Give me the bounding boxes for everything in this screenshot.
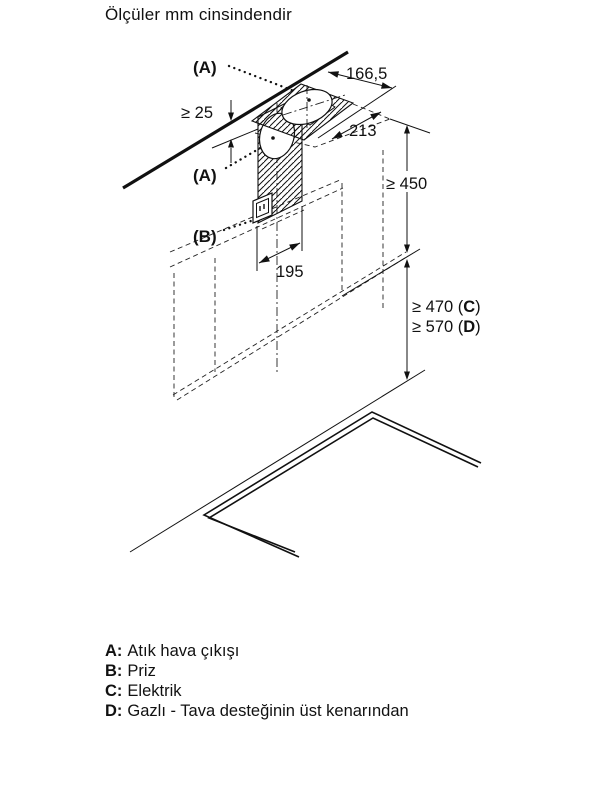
- extension-lines: [129, 85, 431, 553]
- legend: A:Atık hava çıkışı B:Priz C:Elektrik D:G…: [105, 641, 409, 721]
- legend-item-c: C:Elektrik: [105, 681, 409, 701]
- legend-text-b: Priz: [127, 662, 156, 680]
- legend-text-c: Elektrik: [127, 682, 182, 700]
- dimension-195: 195: [258, 242, 304, 281]
- dimension-25: ≥ 25: [181, 100, 234, 163]
- cooktop-reference-line: [129, 369, 426, 553]
- clearance-d-text: ≥ 570 (D): [412, 318, 481, 336]
- clearance-c-text: ≥ 470 (C): [412, 298, 481, 316]
- label-a-mid: (A): [193, 166, 217, 185]
- power-socket-icon: [252, 192, 273, 224]
- ceiling-duct-zone: [250, 83, 355, 141]
- legend-key-c: C:: [105, 682, 123, 700]
- leader-a-mid: [224, 145, 264, 170]
- legend-item-d: D:Gazlı - Tava desteğinin üst kenarından: [105, 701, 409, 721]
- dimension-213: 213: [331, 111, 382, 140]
- hood-top-edge-line: [211, 128, 259, 149]
- legend-text-d: Gazlı - Tava desteğinin üst kenarından: [127, 702, 409, 720]
- dimension-470-570: ≥ 470 (C) ≥ 570 (D): [404, 259, 481, 380]
- leader-b: [222, 219, 253, 232]
- legend-key-a: A:: [105, 642, 123, 660]
- legend-key-d: D:: [105, 702, 123, 720]
- page-title: Ölçüler mm cinsindendir: [105, 5, 292, 24]
- cooktop-edge: [202, 411, 482, 558]
- svg-text:166,5: 166,5: [346, 65, 387, 83]
- legend-key-b: B:: [105, 662, 123, 680]
- label-a-top: (A): [193, 58, 217, 77]
- leader-lines: [222, 64, 296, 232]
- sloped-ceiling-line: [122, 50, 349, 190]
- svg-text:195: 195: [276, 263, 304, 281]
- leader-a-top: [227, 64, 296, 93]
- svg-text:213: 213: [349, 122, 377, 140]
- svg-text:≥ 450: ≥ 450: [386, 175, 427, 193]
- dimension-166-5: 166,5: [327, 65, 393, 89]
- legend-item-b: B:Priz: [105, 661, 409, 681]
- label-b: (B): [193, 227, 217, 246]
- ceiling-outlet-center-mark: [307, 98, 311, 102]
- wall-outlet-center-mark: [271, 136, 275, 140]
- svg-text:≥ 25: ≥ 25: [181, 104, 213, 122]
- legend-text-a: Atık hava çıkışı: [127, 642, 240, 660]
- dimension-450: ≥ 450: [384, 125, 442, 253]
- legend-item-a: A:Atık hava çıkışı: [105, 641, 409, 661]
